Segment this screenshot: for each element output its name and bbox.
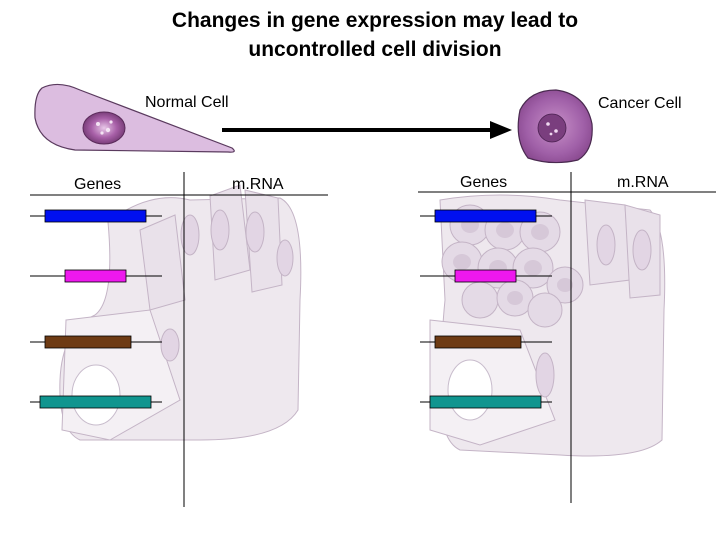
right-table-axes	[418, 172, 716, 503]
left-gene-bar-blue	[44, 209, 147, 223]
right-gene-bar-blue	[434, 209, 537, 223]
cancer-cell-label: Cancer Cell	[598, 95, 682, 112]
slide-title: Changes in gene expression may lead to u…	[0, 6, 720, 64]
right-genes-header: Genes	[460, 174, 508, 191]
transition-arrow	[222, 121, 512, 139]
normal-cell-image	[34, 83, 235, 153]
left-genes-header: Genes	[74, 176, 122, 193]
right-gene-bar-brown	[434, 335, 522, 349]
right-mrna-header: m.RNA	[617, 174, 669, 191]
title-line-1: Changes in gene expression may lead to	[171, 9, 579, 32]
normal-tissue-image	[59, 184, 302, 441]
left-gene-bar-brown	[44, 335, 132, 349]
left-table-axes	[30, 172, 328, 507]
right-gene-bar-teal	[429, 395, 542, 409]
title-line-2: uncontrolled cell division	[248, 38, 502, 61]
cancer-cell-image	[517, 89, 593, 164]
normal-cell-label: Normal Cell	[145, 94, 229, 111]
cancer-tissue-image	[429, 194, 666, 457]
left-mrna-header: m.RNA	[232, 176, 284, 193]
left-gene-bar-magenta	[64, 269, 127, 283]
left-gene-bar-teal	[39, 395, 152, 409]
right-gene-bar-magenta	[454, 269, 517, 283]
